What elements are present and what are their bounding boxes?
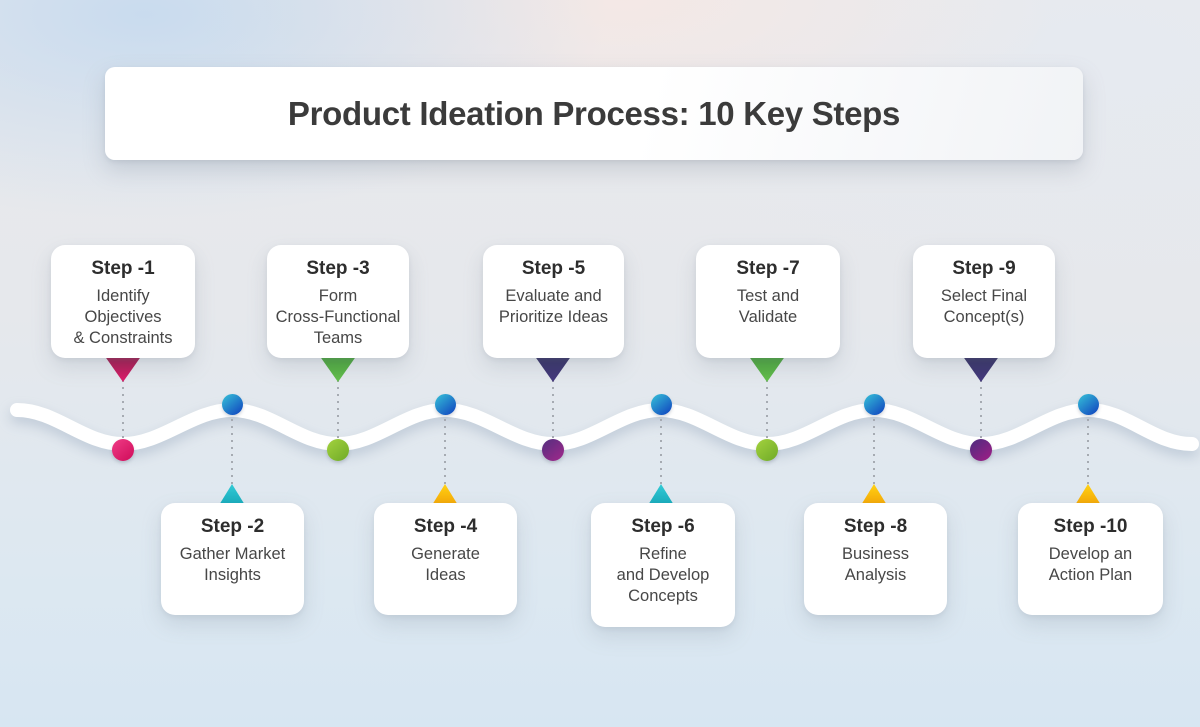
step-description: Form Cross-Functional Teams: [275, 287, 401, 347]
step-card: Step -10 Develop an Action Plan: [1018, 503, 1163, 615]
step-description: Refine and Develop Concepts: [616, 545, 710, 605]
timeline-node-dot: [221, 393, 243, 415]
step-card: Step -4 Generate Ideas: [374, 503, 517, 615]
timeline-node-dot: [327, 439, 349, 461]
step-label: Step -5: [521, 258, 586, 279]
timeline-node-dot: [1077, 393, 1099, 415]
step-card: Step -8 Business Analysis: [804, 503, 947, 615]
page-title: Product Ideation Process: 10 Key Steps: [287, 94, 901, 132]
step-label: Step -1: [91, 258, 155, 279]
timeline-node-dot: [434, 393, 456, 415]
step-label: Step -2: [200, 516, 265, 537]
step-card: Step -2 Gather Market Insights: [161, 503, 304, 615]
step-pointer-triangle: [748, 355, 786, 382]
step-description: Develop an Action Plan: [1048, 545, 1133, 584]
step-pointer-triangle: [962, 355, 1000, 382]
wave-path: [10, 402, 1199, 452]
timeline-node-dot: [650, 393, 672, 415]
step-label: Step -7: [736, 258, 800, 279]
step-label: Step -10: [1053, 516, 1128, 537]
step-label: Step -6: [631, 516, 695, 537]
title-banner: Product Ideation Process: 10 Key Steps: [105, 67, 1083, 160]
step-description: Gather Market Insights: [179, 545, 286, 584]
connector-dotted-line: [444, 412, 446, 488]
connector-dotted-line: [660, 412, 662, 488]
step-pointer-triangle: [319, 355, 357, 382]
step-card: Step -7 Test and Validate: [696, 245, 840, 358]
connector-dotted-line: [231, 412, 233, 488]
step-label: Step -3: [306, 258, 370, 279]
step-description: Test and Validate: [736, 287, 800, 326]
timeline-node-dot: [112, 439, 134, 461]
timeline-node-dot: [863, 393, 885, 415]
step-description: Business Analysis: [842, 545, 909, 584]
step-card: Step -5 Evaluate and Prioritize Ideas: [483, 245, 624, 358]
connector-dotted-line: [1087, 412, 1089, 488]
step-pointer-triangle: [104, 355, 142, 382]
timeline-node-dot: [542, 439, 564, 461]
step-description: Generate Ideas: [411, 545, 480, 584]
step-card: Step -9 Select Final Concept(s): [913, 245, 1055, 358]
connector-dotted-line: [873, 412, 875, 488]
step-description: Select Final Concept(s): [940, 287, 1028, 326]
timeline-node-dot: [756, 439, 778, 461]
step-description: Evaluate and Prioritize Ideas: [498, 287, 609, 326]
timeline-node-dot: [970, 439, 992, 461]
step-description: Identify Objectives & Constraints: [73, 287, 173, 347]
step-card: Step -1 Identify Objectives & Constraint…: [51, 245, 195, 358]
step-card: Step -3 Form Cross-Functional Teams: [267, 245, 409, 358]
step-card: Step -6 Refine and Develop Concepts: [591, 503, 735, 627]
step-label: Step -8: [843, 516, 908, 537]
step-label: Step -4: [413, 516, 478, 537]
step-pointer-triangle: [534, 355, 572, 382]
step-label: Step -9: [952, 258, 1016, 279]
